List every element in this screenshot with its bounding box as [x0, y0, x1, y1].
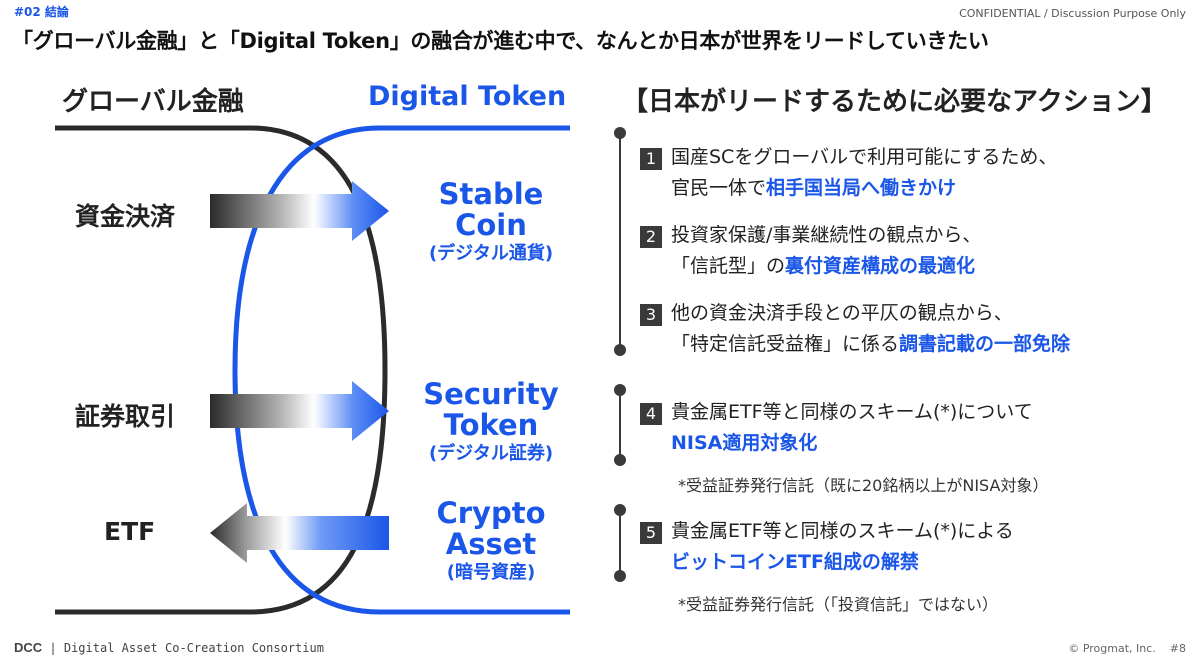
token-name-line2: Token: [443, 408, 539, 442]
action-line2: NISA適用対象化: [671, 428, 1033, 459]
token-stable-coin: Stable Coin (デジタル通貨): [400, 179, 582, 266]
action-line1: 投資家保護/事業継続性の観点から、: [671, 224, 982, 246]
global-finance-boundary: [55, 125, 388, 615]
action-item-2: 投資家保護/事業継続性の観点から、 「信託型」の裏付資産構成の最適化: [671, 220, 981, 282]
footer-organization: DCC | Digital Asset Co-Creation Consorti…: [14, 640, 324, 655]
action-number-badge: 2: [640, 226, 662, 248]
action-item-1: 国産SCをグローバルで利用可能にするため、 官民一体で相手国当局へ働きかけ: [671, 142, 1057, 204]
action-line1: 貴金属ETF等と同様のスキーム(*)による: [671, 520, 1014, 542]
action-number-badge: 3: [640, 304, 662, 326]
token-name-line2: Coin: [455, 208, 527, 242]
arrow-right-securities: [210, 381, 389, 441]
token-name-line1: Security: [423, 377, 559, 411]
footer-org-name: Digital Asset Co-Creation Consortium: [63, 641, 324, 655]
copyright: © Progmat, Inc.: [1068, 642, 1156, 655]
action-highlight: 裏付資産構成の最適化: [785, 255, 976, 277]
confidential-label: CONFIDENTIAL / Discussion Purpose Only: [959, 7, 1186, 20]
action-note-5: *受益証券発行信託（「投資信託」ではない）: [678, 595, 999, 614]
token-crypto-asset: Crypto Asset (暗号資産): [400, 498, 582, 585]
digital-token-header: Digital Token: [368, 81, 567, 112]
action-item-4: 貴金属ETF等と同様のスキーム(*)について NISA適用対象化: [671, 397, 1033, 459]
action-number-badge: 1: [640, 148, 662, 170]
timeline-node-top-2: [614, 384, 626, 396]
dcc-logo: DCC: [14, 640, 43, 655]
token-subtitle: (デジタル証券): [428, 443, 554, 464]
action-item-3: 他の資金決済手段との平仄の観点から、 「特定信託受益権」に係る調書記載の一部免除: [671, 298, 1070, 360]
token-subtitle: (暗号資産): [446, 562, 536, 583]
arrow-left-etf: [210, 503, 389, 563]
action-text: 「特定信託受益権」に係る: [671, 333, 900, 355]
action-highlight: 調書記載の一部免除: [899, 333, 1071, 355]
arrow-right-payment: [210, 181, 389, 241]
row-label-payment: 資金決済: [75, 202, 176, 231]
slide-title: 「グローバル金融」と「Digital Token」の融合が進む中で、なんとか日本…: [12, 29, 989, 53]
global-finance-header: グローバル金融: [62, 87, 244, 117]
section-tag: #02 結論: [14, 5, 69, 19]
action-line2: ビットコインETF組成の解禁: [671, 547, 1014, 578]
action-number-badge: 5: [640, 522, 662, 544]
footer-meta: © Progmat, Inc. #8: [1068, 642, 1186, 655]
action-line1: 他の資金決済手段との平仄の観点から、: [671, 302, 1013, 324]
timeline-node-bottom-1: [614, 344, 626, 356]
action-number-badge: 4: [640, 403, 662, 425]
token-name-line1: Stable: [438, 177, 544, 211]
token-security-token: Security Token (デジタル証券): [400, 379, 582, 466]
action-line2: 「特定信託受益権」に係る調書記載の一部免除: [671, 329, 1070, 360]
actions-heading: 【日本がリードするために必要なアクション】: [622, 87, 1167, 117]
token-name-line2: Asset: [445, 527, 537, 561]
row-label-etf: ETF: [104, 517, 156, 546]
page-number: #8: [1169, 642, 1186, 655]
action-note-4: *受益証券発行信託（既に20銘柄以上がNISA対象）: [678, 476, 1049, 495]
action-item-5: 貴金属ETF等と同様のスキーム(*)による ビットコインETF組成の解禁: [671, 516, 1014, 578]
action-text: 「信託型」の: [671, 255, 786, 277]
action-line2: 「信託型」の裏付資産構成の最適化: [671, 251, 981, 282]
action-line1: 貴金属ETF等と同様のスキーム(*)について: [671, 401, 1033, 423]
token-name-line1: Crypto: [436, 496, 546, 530]
timeline-node-bottom-2: [614, 454, 626, 466]
row-label-securities: 証券取引: [75, 402, 176, 431]
action-line2: 官民一体で相手国当局へ働きかけ: [671, 173, 1057, 204]
timeline-node-top-1: [614, 127, 626, 139]
token-subtitle: (デジタル通貨): [428, 243, 554, 264]
timeline-node-top-3: [614, 504, 626, 516]
action-highlight: NISA適用対象化: [671, 432, 818, 454]
digital-token-boundary: [232, 125, 570, 615]
action-highlight: ビットコインETF組成の解禁: [671, 551, 919, 573]
action-text: 官民一体で: [671, 177, 767, 199]
timeline-node-bottom-3: [614, 570, 626, 582]
action-line1: 国産SCをグローバルで利用可能にするため、: [671, 146, 1058, 168]
action-highlight: 相手国当局へ働きかけ: [766, 177, 957, 199]
